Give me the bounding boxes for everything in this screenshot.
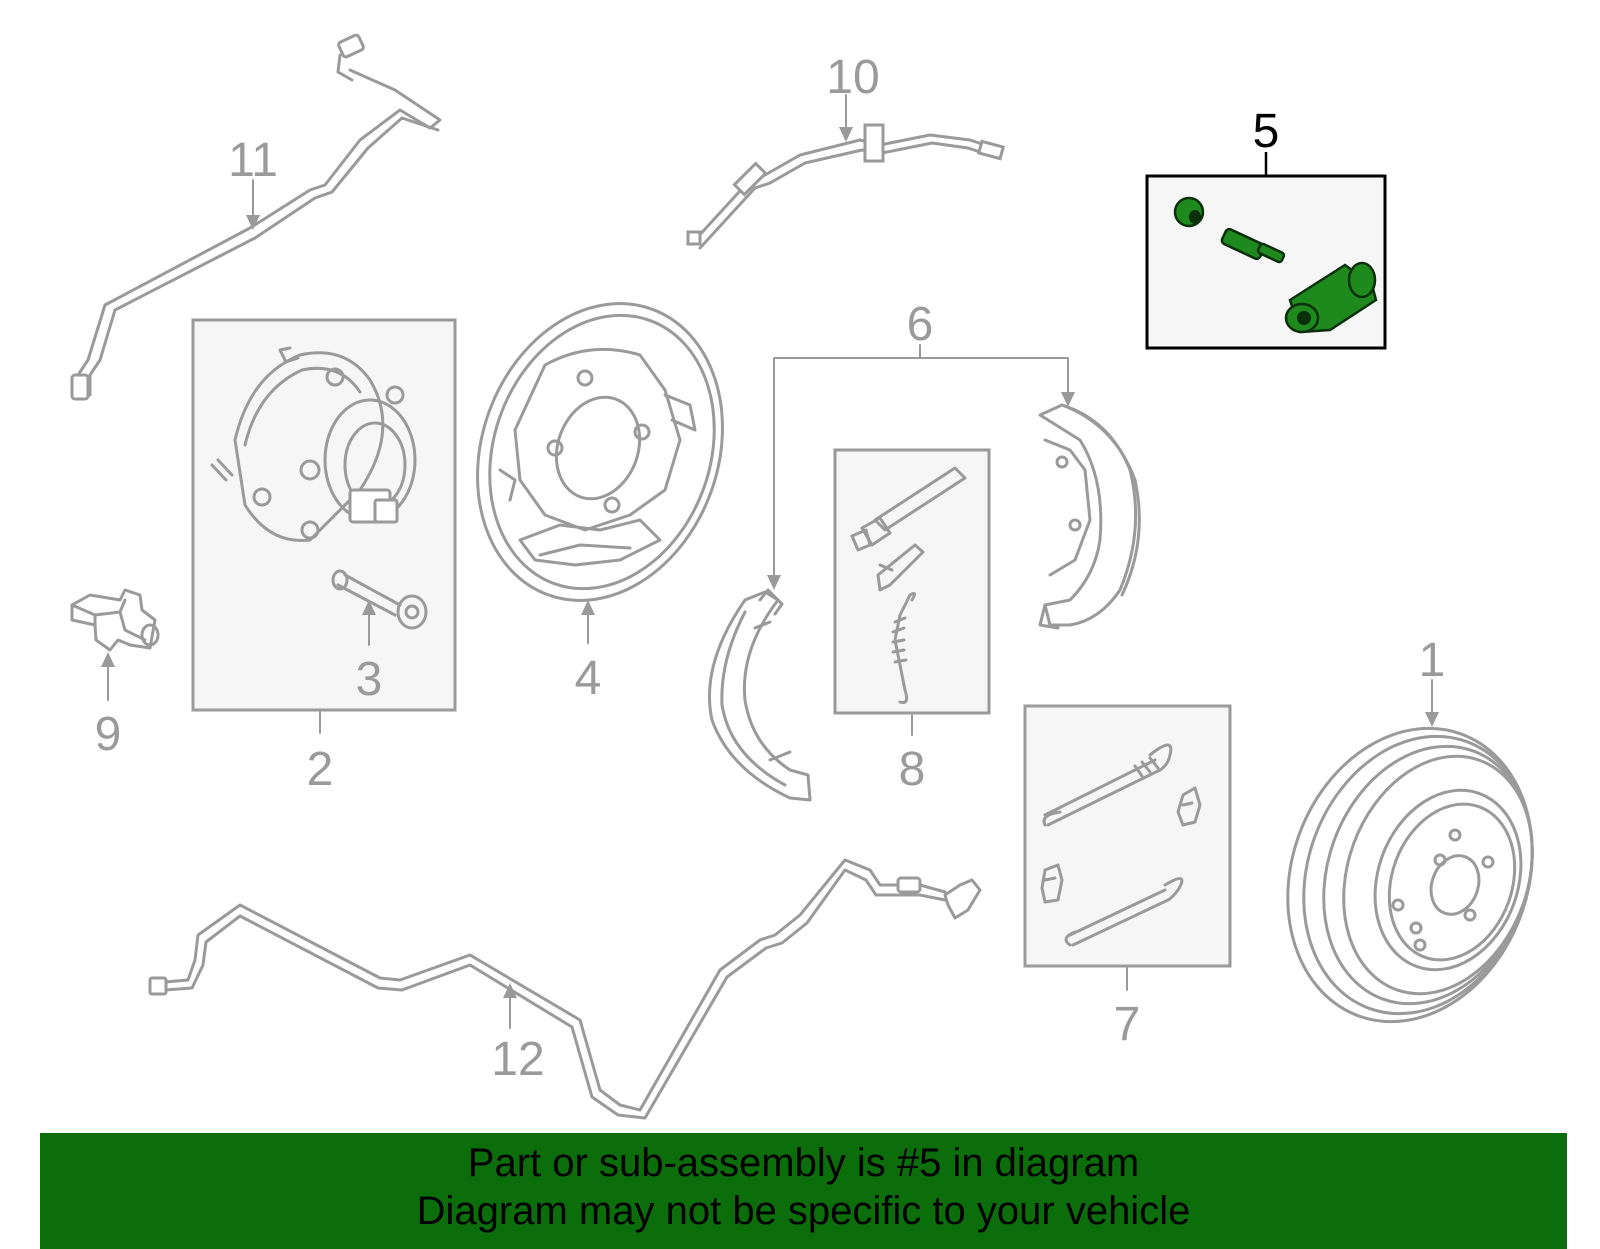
- callout-10: 10: [826, 51, 880, 142]
- part-10-parking-brake-cable[interactable]: [686, 123, 1006, 250]
- callout-2-label: 2: [307, 743, 334, 796]
- callout-1: 1: [1419, 634, 1446, 727]
- callout-1-label: 1: [1419, 634, 1446, 687]
- callout-9: 9: [95, 652, 122, 761]
- banner-line-1: Part or sub-assembly is #5 in diagram: [467, 1141, 1140, 1185]
- callout-5-label: 5: [1253, 105, 1280, 158]
- part-1-brake-drum[interactable]: [1248, 694, 1572, 1057]
- part-6-brake-shoes[interactable]: [708, 403, 1141, 802]
- callout-8: 8: [899, 712, 926, 796]
- callout-10-label: 10: [826, 51, 879, 104]
- callout-8-label: 8: [899, 743, 926, 796]
- callout-6: 6: [767, 298, 1075, 590]
- callout-11: 11: [228, 134, 278, 230]
- callout-2: 2: [307, 711, 334, 796]
- callout-7-label: 7: [1114, 998, 1141, 1051]
- part-5-wheel-cylinder-box[interactable]: [1145, 152, 1387, 350]
- part-2-hub-assembly-box[interactable]: [191, 318, 457, 712]
- callout-12: 12: [491, 983, 545, 1086]
- part-12-brake-line[interactable]: [148, 858, 982, 1120]
- callout-4: 4: [575, 600, 602, 705]
- part-8-adjuster-kit-box[interactable]: [833, 448, 991, 715]
- callout-9-label: 9: [95, 708, 122, 761]
- part-11-brake-line[interactable]: [70, 33, 442, 401]
- callout-11-label: 11: [228, 134, 278, 187]
- callout-4-label: 4: [575, 652, 602, 705]
- info-banner: Part or sub-assembly is #5 in diagram Di…: [40, 1133, 1567, 1249]
- callout-7: 7: [1114, 967, 1141, 1051]
- callout-3-label: 3: [356, 653, 383, 706]
- callout-3: 3: [356, 600, 383, 706]
- banner-line-2: Diagram may not be specific to your vehi…: [416, 1189, 1191, 1233]
- part-9-wheel-speed-sensor[interactable]: [70, 588, 160, 652]
- callout-12-label: 12: [491, 1033, 544, 1086]
- part-4-backing-plate[interactable]: [437, 269, 763, 635]
- callout-6-label: 6: [907, 298, 934, 351]
- part-7-hardware-kit-box[interactable]: [1023, 704, 1232, 968]
